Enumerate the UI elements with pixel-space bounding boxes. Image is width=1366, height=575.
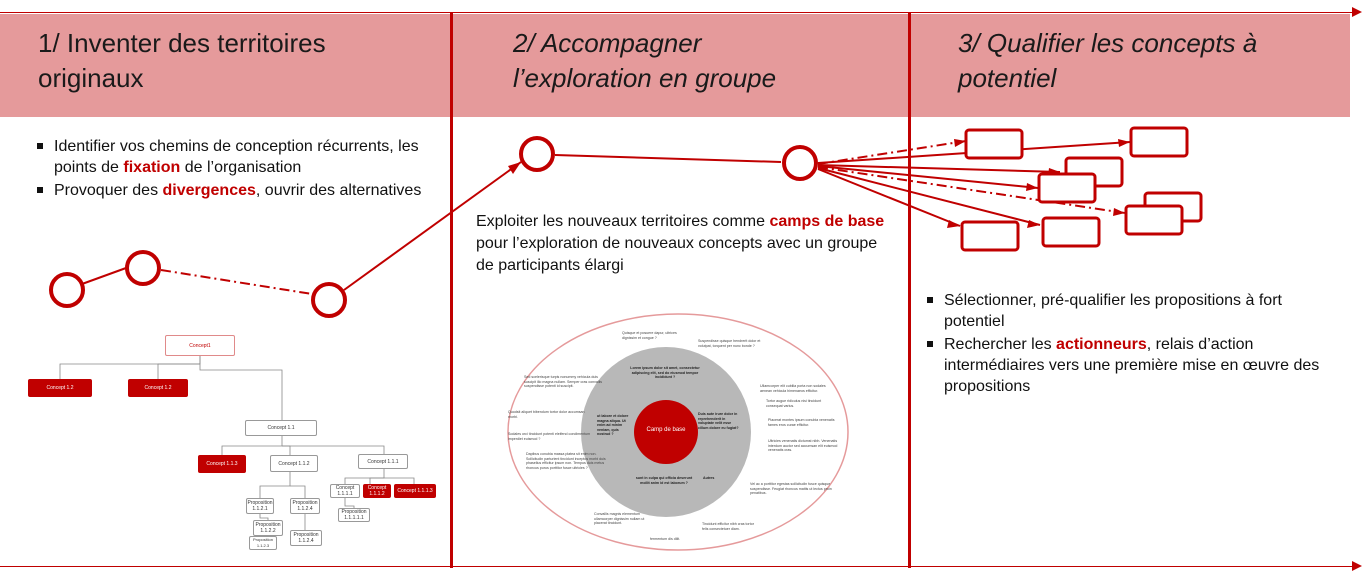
tree-node-proposition-1-1-1-1-1: Proposition 1.1.1.1.1 [338,508,370,522]
outer-text-3: Sed scelerisque turpis nonummy vehicula … [524,375,603,388]
branch-line-5-dashed [817,166,1126,214]
tree-node-concept-1-1-3: Concept 1.1.3 [198,455,246,473]
outer-text-14: fermentum dis dilit. [650,537,681,541]
ring-text-bottom-right: Autres [703,476,715,480]
column-1-bullets: Identifier vos chemins de conception réc… [36,136,440,203]
path-node-4 [519,136,555,172]
ring-text-right: Duis aute irure dolor in reprehenderit i… [698,412,739,430]
tree-node-concept-1-1-1-2: Concept 1.1.1.2 [363,484,391,498]
center-circle-label: Camp de base [646,427,686,433]
top-timeline-line [0,12,1352,13]
outer-text-8: Sodales orci tincidunt potenti eleifend … [508,432,591,441]
column-3-bullets: Sélectionner, pré-qualifier les proposit… [926,290,1346,399]
column-1-bullet-1: Identifier vos chemins de conception réc… [36,136,440,178]
tree-node-concept-1-1-1-1: Concept 1.1.1.1 [330,484,360,498]
ring-text-left: ut labore et dolore magna aliqua. Ut eni… [597,414,629,436]
column-divider-1 [450,12,453,568]
outer-text-7: Placerat montes ipsum conubia venenatis … [768,418,835,427]
path-node-3 [311,282,347,318]
path-node-5 [782,145,818,181]
arrow-head-8 [947,220,960,228]
column-1-title-line1: 1/ Inventer des territoires [38,28,326,58]
outer-text-4: Ullamcorper elit cubilia porta non sodal… [760,384,826,393]
outer-text-9: Ultricies venenatis dictumst nibh. Venen… [768,439,838,452]
column-2-title-line1: 2/ Accompagner [513,28,702,58]
outer-text-13: Tincidunt efficitur nibh cras tortor fel… [702,522,754,531]
concept-box-7 [1041,216,1101,248]
branch-line-3 [817,164,1061,173]
column-3-title-line1: 3/ Qualifier les concepts à [958,28,1258,58]
tree-node-proposition-2: Proposition 1.1.2.2 [253,520,283,536]
column-3-title: 3/ Qualifier les concepts à potentiel [958,26,1257,96]
path-segment-4 [554,154,782,163]
branch-line-6 [817,167,1041,226]
tree-node-concept-1-1-1: Concept 1.1.1 [358,454,408,469]
outer-text-5: Tortor augue ridiculus nisi tincidunt co… [766,399,822,408]
ring-text-top: Lorem ipsum dolor sit amet, consectetur … [630,366,700,379]
concept-box-6 [1124,204,1184,236]
arrow-head-3 [954,139,966,147]
column-1-title: 1/ Inventer des territoires originaux [38,26,326,96]
tree-node-proposition-5: Proposition 1.1.2.4 [290,530,322,546]
column-2-title-line2: l’exploration en groupe [513,63,777,93]
path-segment-2-dashed [160,269,313,295]
column-divider-2 [908,12,911,568]
column-3-bullet-2: Rechercher les actionneurs, relais d’act… [926,334,1346,397]
concept-box-1 [964,128,1024,160]
path-segment-1 [81,267,127,285]
branch-line-4 [817,165,1039,189]
column-3-bullet-1: Sélectionner, pré-qualifier les proposit… [926,290,1346,332]
branch-line-2-dashed [817,140,967,165]
outer-text-6: Quodsit aliquet bibendum tortor dolor ac… [508,410,585,419]
path-node-1 [49,272,85,308]
tree-node-concept-1-1-2: Concept 1.1.2 [270,455,318,472]
arrow-head-2 [1118,139,1130,147]
arrow-head-6 [1113,208,1125,216]
outer-text-1: Quisque et posuere dapur, ultrices digni… [622,331,677,340]
outer-text-10: Dapibus conubia massa platea sit enim no… [526,452,606,470]
outer-text-11: Vel ac a porttitor egestas sollicitudin … [750,482,832,495]
concept-box-8 [960,220,1020,252]
column-2-title: 2/ Accompagner l’exploration en groupe [513,26,776,96]
tree-node-concept-1-2-b: Concept 1.2 [128,379,188,397]
tree-node-root: Concept1 [165,335,235,356]
bottom-timeline-arrowhead [1352,561,1362,571]
concept-box-4 [1037,172,1097,204]
tree-node-proposition-1: Proposition 1.1.2.1 [246,498,274,514]
column-1-bullet-2: Provoquer des divergences, ouvrir des al… [36,180,440,201]
tree-node-concept-1-1-1-3: Concept 1.1.1.3 [394,484,436,498]
path-segment-3 [343,161,522,291]
outer-text-2: Suspendisse quisque hendrerit dolor et v… [698,339,761,348]
branch-line-7 [817,168,961,227]
tree-node-proposition-4: Proposition 1.1.2.4 [290,498,320,514]
header-band [0,14,1350,117]
path-node-2 [125,250,161,286]
tree-node-proposition-3: Proposition 1.1.2.3 [249,536,277,550]
column-2-paragraph: Exploiter les nouveaux territoires comme… [476,213,885,274]
center-circle [634,400,698,464]
arrow-head-5 [1026,183,1038,191]
outer-text-12: Convallis magnis elementum ullamcorper d… [594,512,645,525]
top-timeline-arrowhead [1352,7,1362,17]
arrow-head-1 [508,162,521,174]
column-1-title-line2: originaux [38,63,144,93]
ring-text-bottom: sunt in culpa qui officia deserunt molli… [635,476,693,485]
concept-box-2 [1129,126,1189,158]
tree-node-concept-1-2-a: Concept 1.2 [28,379,92,397]
tree-node-concept-1-1: Concept 1.1 [245,420,317,436]
arrow-head-7 [1027,220,1040,228]
column-3-title-line2: potentiel [958,63,1057,93]
bottom-timeline-line [0,566,1352,567]
